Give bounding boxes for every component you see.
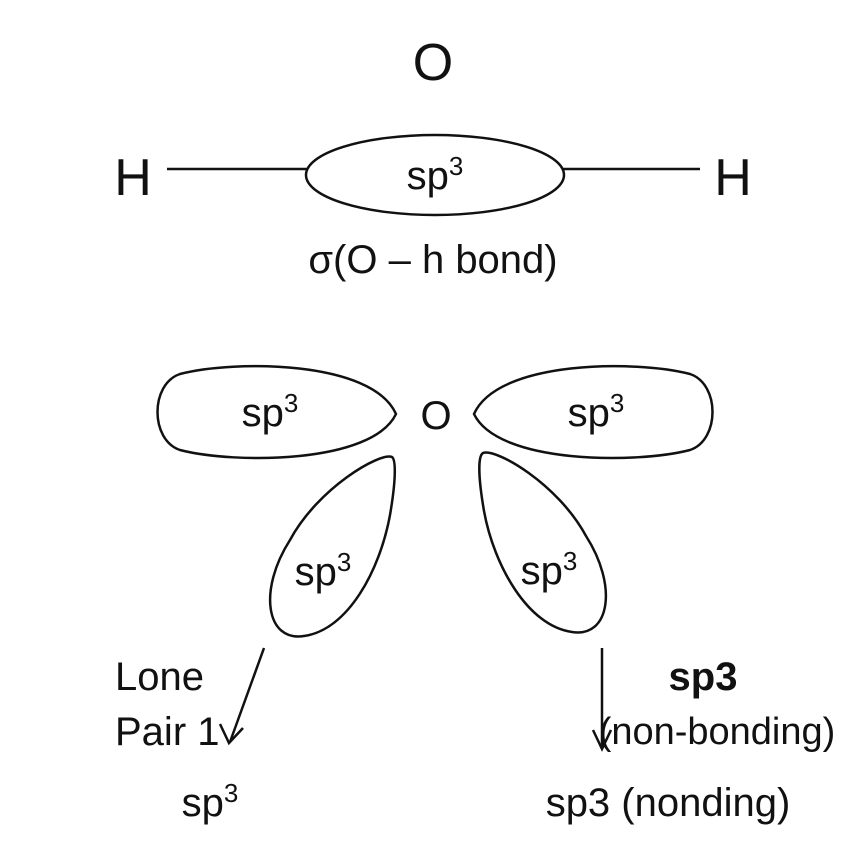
lone-pair-line2: Pair 1 [115,710,220,754]
bottom-oxygen-label: O [420,394,451,438]
orbital-lobe-lower-right [478,451,607,634]
orbital-base: sp [407,154,449,198]
orbital-label-upper-left: sp3 [242,388,299,435]
orbital-base: sp [568,391,610,435]
orbital-label-lower-right: sp3 [521,546,578,593]
orbital-base: sp [521,549,563,593]
sigma-orbital-ellipse [304,133,566,217]
orbital-base: sp [242,391,284,435]
orbital-exponent: 3 [284,388,298,418]
orbital-lobe-upper-right [472,364,714,460]
left-annotation: Lone Pair 1 sp3 [115,647,266,825]
orbital-label-lower-left: sp3 [295,547,352,594]
right-annotation: sp3 (non-bonding) sp3 (nonding) [546,648,836,825]
right-annotation-subtitle: (non-bonding) [599,711,836,753]
orbital-exponent: 3 [610,388,624,418]
orbital-base: sp [295,550,337,594]
caption-exponent: 3 [224,778,238,808]
right-arrow-head [591,729,613,752]
orbital-exponent: 3 [337,547,351,577]
sigma-orbital-label: sp3 [407,151,464,198]
orbital-lobe-upper-left [156,364,398,460]
right-annotation-title: sp3 [669,655,738,699]
hydrogen-right-label: H [714,149,752,207]
bond-caption: σ(O – h bond) [308,238,557,282]
right-caption: sp3 (nonding) [546,781,791,825]
top-oxygen-label: O [413,34,453,92]
bottom-orbitals: O sp3 sp3 sp3 sp3 [156,364,714,638]
orbital-lobe-lower-left [269,455,396,638]
lone-pair-line1: Lone [115,655,204,699]
top-molecule: O H H sp3 σ(O – h bond) [114,34,752,282]
left-caption: sp3 [182,778,239,825]
left-arrow-shaft [228,647,266,743]
hydrogen-left-label: H [114,149,152,207]
orbital-exponent: 3 [563,546,577,576]
left-arrow-head [218,723,244,746]
orbital-exponent: 3 [449,151,463,181]
caption-base: sp [182,781,224,825]
orbital-label-upper-right: sp3 [568,388,625,435]
